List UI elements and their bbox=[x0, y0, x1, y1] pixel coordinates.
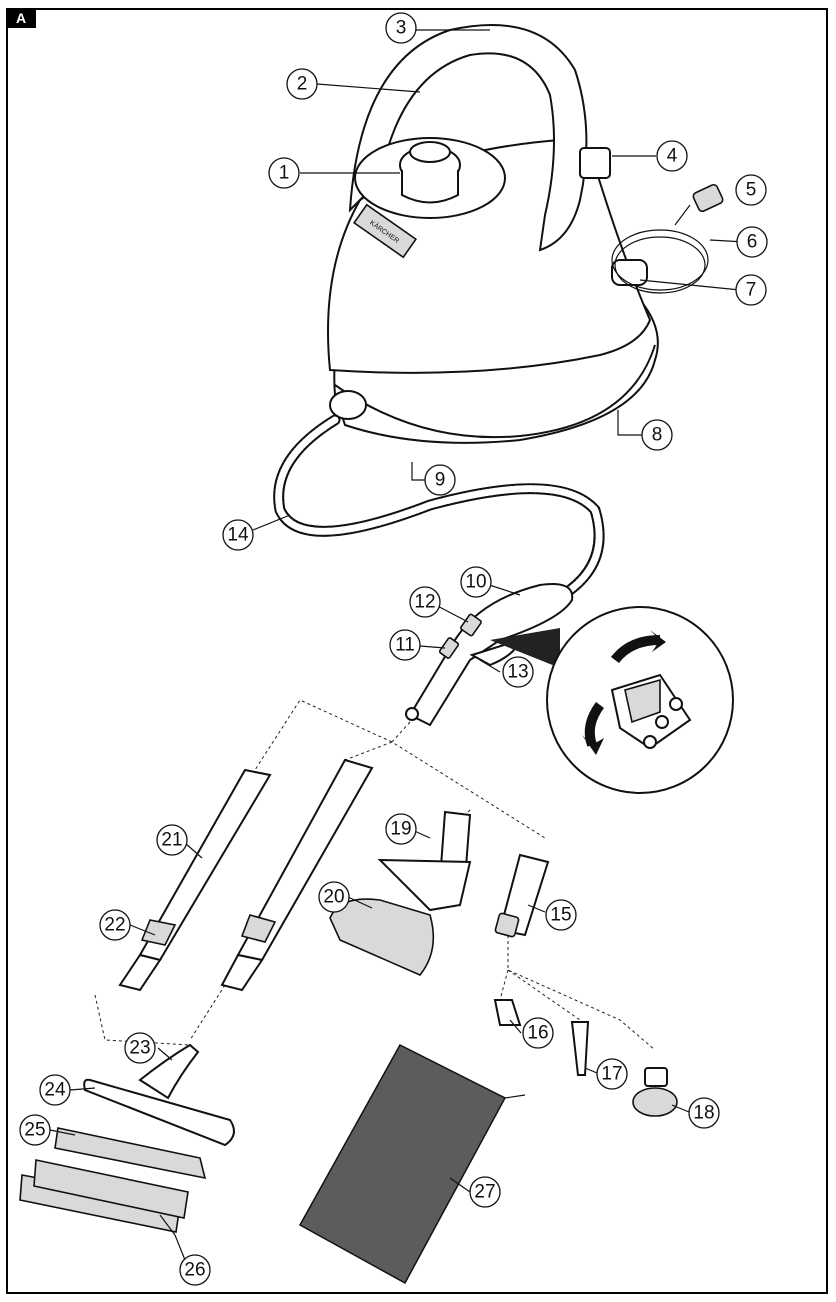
svg-text:19: 19 bbox=[390, 819, 411, 840]
svg-text:4: 4 bbox=[667, 146, 678, 167]
svg-text:24: 24 bbox=[44, 1080, 66, 1101]
storage-bag bbox=[298, 1044, 526, 1285]
callout-6: 6 bbox=[736, 226, 768, 258]
callout-12: 12 bbox=[409, 586, 441, 618]
point-jet-nozzle bbox=[494, 853, 550, 938]
svg-text:21: 21 bbox=[161, 830, 182, 851]
svg-text:15: 15 bbox=[550, 905, 571, 926]
callout-3: 3 bbox=[385, 12, 417, 44]
svg-text:18: 18 bbox=[693, 1103, 714, 1124]
callout-18: 18 bbox=[688, 1097, 720, 1129]
callout-7: 7 bbox=[735, 274, 767, 306]
steam-cleaner-body: KÄRCHER bbox=[327, 24, 724, 444]
callout-25: 25 bbox=[19, 1114, 51, 1146]
steam-hose bbox=[273, 414, 605, 596]
round-brush-small bbox=[570, 1021, 590, 1076]
callout-4: 4 bbox=[656, 140, 688, 172]
callout-10: 10 bbox=[460, 566, 492, 598]
callout-13: 13 bbox=[502, 656, 534, 688]
svg-text:1: 1 bbox=[279, 163, 290, 184]
callout-26: 26 bbox=[179, 1254, 211, 1286]
svg-text:22: 22 bbox=[104, 915, 125, 936]
floor-cloth bbox=[54, 1127, 207, 1180]
brush-cover bbox=[329, 898, 435, 976]
callout-23: 23 bbox=[124, 1032, 156, 1064]
figure-frame bbox=[6, 8, 828, 1294]
callout-22: 22 bbox=[99, 909, 131, 941]
callout-24: 24 bbox=[39, 1074, 71, 1106]
svg-text:8: 8 bbox=[652, 425, 663, 446]
svg-text:14: 14 bbox=[227, 525, 249, 546]
callout-15: 15 bbox=[545, 899, 577, 931]
callout-19: 19 bbox=[385, 813, 417, 845]
steam-gun bbox=[405, 583, 574, 727]
svg-text:5: 5 bbox=[746, 180, 757, 201]
hand-nozzle bbox=[377, 810, 472, 912]
power-nozzle bbox=[493, 999, 522, 1026]
svg-text:10: 10 bbox=[465, 572, 486, 593]
floor-cloths-pair bbox=[19, 1159, 189, 1233]
svg-text:16: 16 bbox=[527, 1023, 548, 1044]
svg-text:25: 25 bbox=[24, 1120, 45, 1141]
switch-detail-magnifier bbox=[490, 606, 734, 794]
svg-text:3: 3 bbox=[396, 18, 407, 39]
callout-17: 17 bbox=[596, 1058, 628, 1090]
svg-text:6: 6 bbox=[747, 232, 758, 253]
svg-text:26: 26 bbox=[184, 1260, 205, 1281]
svg-text:23: 23 bbox=[129, 1038, 150, 1059]
svg-text:2: 2 bbox=[297, 74, 308, 95]
svg-text:17: 17 bbox=[601, 1064, 622, 1085]
svg-text:11: 11 bbox=[395, 635, 415, 656]
svg-text:9: 9 bbox=[435, 470, 446, 491]
svg-text:12: 12 bbox=[414, 592, 435, 613]
figure-label: A bbox=[6, 8, 36, 28]
callout-27: 27 bbox=[469, 1176, 501, 1208]
callout-20: 20 bbox=[318, 881, 350, 913]
svg-text:7: 7 bbox=[746, 280, 757, 301]
callout-11: 11 bbox=[389, 629, 421, 661]
callout-8: 8 bbox=[641, 419, 673, 451]
svg-text:13: 13 bbox=[507, 662, 528, 683]
callout-21: 21 bbox=[156, 824, 188, 856]
callout-5: 5 bbox=[735, 174, 767, 206]
connection-lines bbox=[94, 699, 656, 1051]
callout-9: 9 bbox=[424, 464, 456, 496]
svg-text:27: 27 bbox=[474, 1182, 495, 1203]
extension-tubes bbox=[118, 758, 374, 992]
callout-16: 16 bbox=[522, 1017, 554, 1049]
callout-2: 2 bbox=[286, 68, 318, 100]
svg-text:20: 20 bbox=[323, 887, 344, 908]
callout-14: 14 bbox=[222, 519, 254, 551]
floor-nozzle bbox=[83, 1043, 235, 1147]
callout-1: 1 bbox=[268, 157, 300, 189]
round-brush-large bbox=[632, 1067, 678, 1117]
